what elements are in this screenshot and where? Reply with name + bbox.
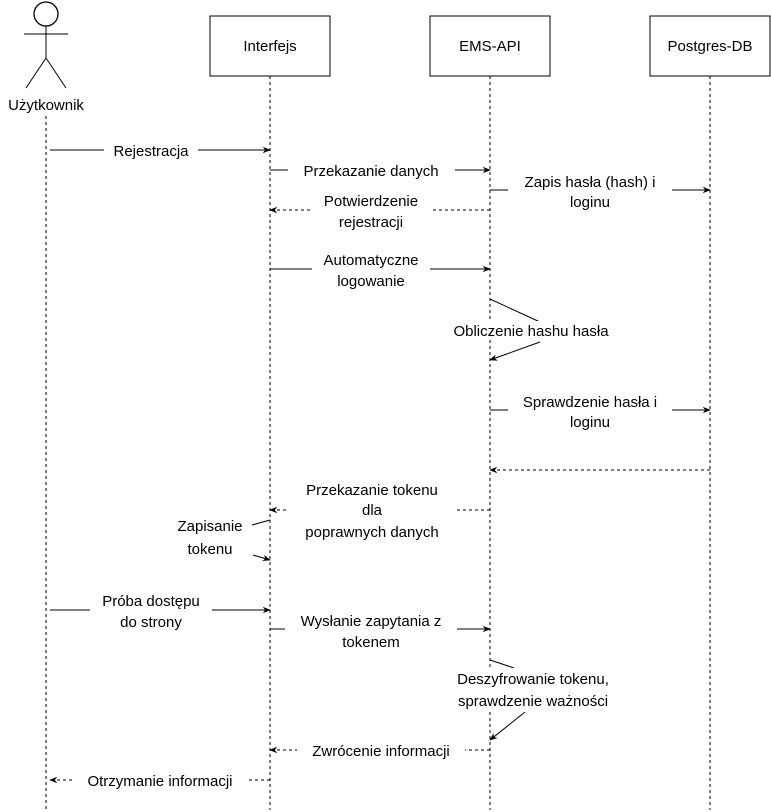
message-label-line2: loginu [570,194,610,211]
message-label-line2: tokenem [342,634,400,651]
message-label-line2: do strony [120,614,182,631]
message-label-line1: Sprawdzenie hasła i [523,394,657,411]
message-label-line1: Deszyfrowanie tokenu, [457,671,609,688]
label-bg [436,321,626,340]
participant-box [429,15,551,77]
message-label: Rejestracja [113,143,189,160]
self-arrow-back [252,554,271,562]
label-bg [285,611,457,651]
message-label-line1: Automatyczne [323,252,418,269]
message-wyslanie-zapytania: Wysłanie zapytania z tokenem [270,611,491,651]
self-arrow-out [489,298,541,323]
message-zapis-hasla: Zapis hasła (hash) i loginu [490,172,711,212]
participant-ems-api: EMS-API [429,15,551,77]
message-label-line2: loginu [570,414,610,431]
message-deszyfrowanie-tokenu: Deszyfrowanie tokenu, sprawdzenie ważnoś… [440,659,626,741]
message-obliczenie-hashu: Obliczenie hashu hasła [436,298,626,361]
participant-postgres-db: Postgres-DB [649,15,771,77]
message-label-line3: poprawnych danych [305,524,438,541]
message-automatyczne-logowanie: Automatyczne logowanie [270,250,491,292]
message-label-line2: tokenu [187,541,232,558]
message-otrzymanie-informacji: Otrzymanie informacji [49,771,270,790]
message-label: Przekazanie danych [303,163,438,180]
message-zapisanie-tokenu: Zapisanie tokenu [166,516,271,562]
actor-right-leg [45,57,67,89]
message-label-line1: Zapis hasła (hash) i [525,174,656,191]
self-arrow-back [489,341,541,361]
self-arrow-back [489,711,526,741]
label-bg [104,141,198,160]
message-label-line1: Potwierdzenie [324,193,418,210]
message-sprawdzenie-hasla: Sprawdzenie hasła i loginu [490,392,711,432]
message-label-line2: rejestracji [339,214,403,231]
message-label: Zwrócenie informacji [312,743,450,760]
message-rejestracja: Rejestracja [50,141,271,160]
label-bg [312,250,430,292]
label-bg [440,668,626,712]
label-bg [312,191,430,233]
actor-label: Użytkownik [8,97,84,114]
label-bg [73,771,248,790]
message-label: Otrzymanie informacji [87,773,232,790]
actor-head [33,1,59,27]
participant-box [649,15,771,77]
message-label-line2: logowanie [337,273,405,290]
label-bg [508,172,672,212]
actor-left-leg [25,57,47,89]
message-label-line2: dla [362,502,383,519]
message-label-line1: Próba dostępu [102,593,200,610]
message-przekazanie-tokenu: Przekazanie tokenu dla poprawnych danych [269,479,490,542]
message-label-line1: Wysłanie zapytania z [301,613,442,630]
participant-label: Interfejs [243,38,296,55]
label-bg [288,479,456,542]
self-arrow-out [251,519,271,526]
message-label: Obliczenie hashu hasła [453,323,609,340]
message-label-line2: sprawdzenie ważności [458,693,608,710]
label-bg [166,516,252,558]
message-proba-dostepu: Próba dostępu do strony [50,591,271,633]
self-arrow-out [489,659,515,669]
label-bg [90,591,212,633]
message-potwierdzenie-rejestracji: Potwierdzenie rejestracji [269,191,490,233]
label-bg [297,741,465,760]
label-bg [508,392,672,432]
participant-box [209,15,331,77]
participant-label: Postgres-DB [667,38,752,55]
label-bg [288,161,455,180]
actor-user: Użytkownik [8,1,84,114]
message-zwrocenie-informacji: Zwrócenie informacji [269,741,490,760]
message-label-line1: Przekazanie tokenu [306,482,438,499]
participant-interfejs: Interfejs [209,15,331,77]
participant-label: EMS-API [459,38,521,55]
message-label-line1: Zapisanie [177,518,242,535]
message-przekazanie-danych: Przekazanie danych [270,161,491,180]
